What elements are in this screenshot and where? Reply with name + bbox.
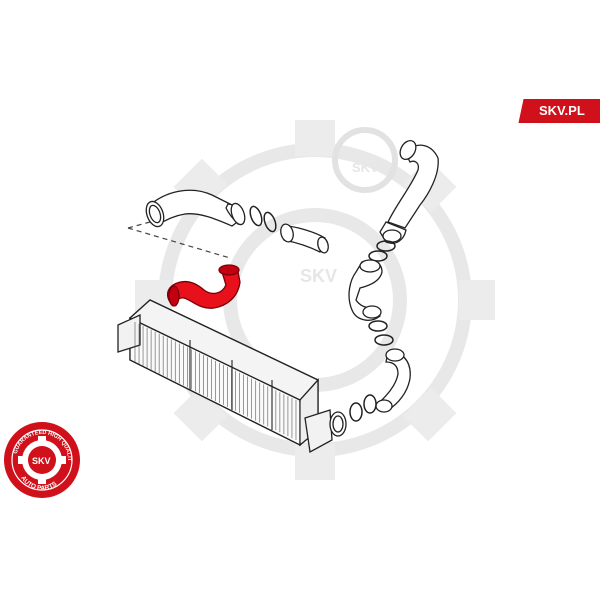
lower-right-hose (375, 348, 411, 413)
brand-badge-label: SKV.PL (539, 103, 585, 118)
highlighted-hose (166, 264, 241, 309)
clamp-rings-left (249, 205, 277, 233)
clamp-rings-right-upper (368, 240, 396, 262)
upper-left-hose (145, 189, 246, 228)
intercooler-dividers (189, 340, 273, 430)
brand-badge: SKV.PL (518, 99, 600, 123)
intercooler (117, 299, 347, 454)
upper-right-hose (379, 140, 439, 244)
watermark-label-center: SKV (300, 266, 337, 286)
seal-center-text: SKV (32, 456, 51, 466)
clamp-rings-right-lower (349, 394, 377, 422)
seal-top-text: GUARANTEED HIGH QUALITY (0, 0, 72, 462)
watermark-small-gear-icon (332, 127, 398, 193)
middle-right-hose (348, 259, 383, 321)
quality-seal-logo: SKV GUARANTEED HIGH QUALITY AUTO PARTS (0, 0, 80, 498)
middle-short-hose (280, 223, 329, 254)
intercooler-fins (134, 322, 301, 442)
leader-line-2 (127, 221, 151, 229)
seal-gear-icon (18, 436, 66, 484)
watermark-gear-teeth (135, 120, 495, 480)
watermark-label: SKV (352, 160, 379, 175)
clamp-rings-right-mid (368, 320, 394, 346)
